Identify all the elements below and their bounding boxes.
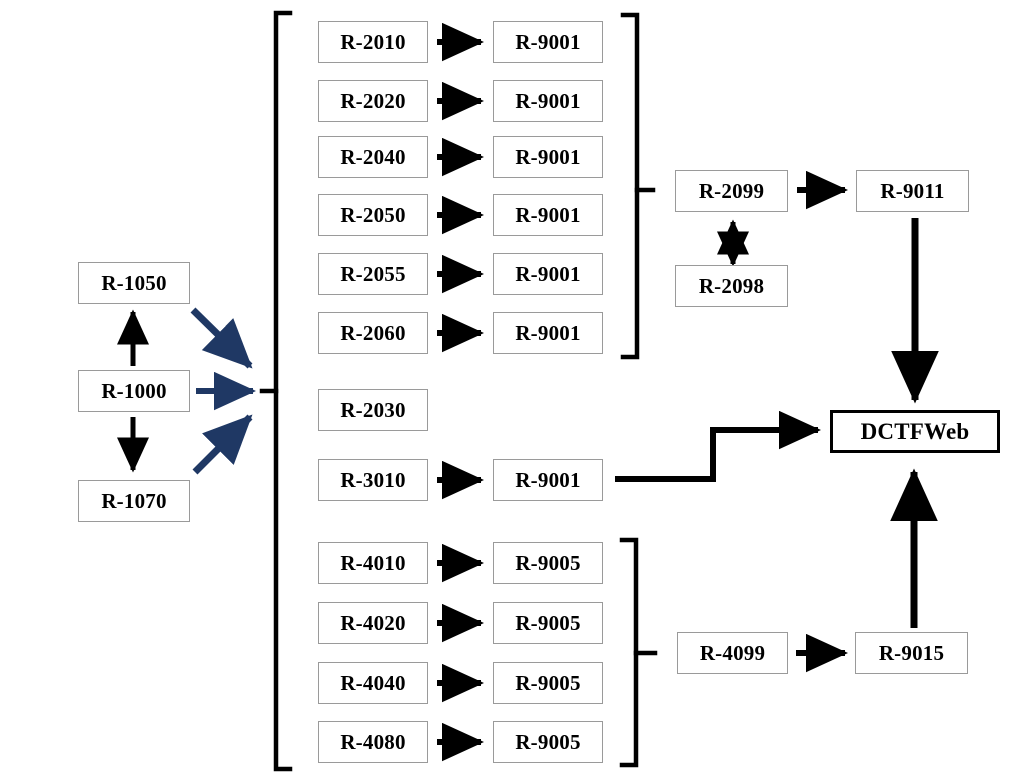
row-arrows-group-4000 xyxy=(437,543,484,762)
node-r2010[interactable]: R-2010 xyxy=(318,21,428,63)
node-r1000[interactable]: R-1000 xyxy=(78,370,190,412)
node-r2099[interactable]: R-2099 xyxy=(675,170,788,212)
node-r9005-row4[interactable]: R-9005 xyxy=(493,721,603,763)
node-r4040[interactable]: R-4040 xyxy=(318,662,428,704)
node-r2020[interactable]: R-2020 xyxy=(318,80,428,122)
node-r4099[interactable]: R-4099 xyxy=(677,632,788,674)
node-r9005-row3[interactable]: R-9005 xyxy=(493,662,603,704)
node-r4080[interactable]: R-4080 xyxy=(318,721,428,763)
arrow-r9001-step-to-dctfweb xyxy=(615,410,821,482)
node-r3010[interactable]: R-3010 xyxy=(318,459,428,501)
node-r9001-row1[interactable]: R-9001 xyxy=(493,21,603,63)
node-r9011[interactable]: R-9011 xyxy=(856,170,969,212)
node-r2030[interactable]: R-2030 xyxy=(318,389,428,431)
node-r9001-row3[interactable]: R-9001 xyxy=(493,136,603,178)
node-r9005-row1[interactable]: R-9005 xyxy=(493,542,603,584)
row-arrows-group-2000 xyxy=(437,22,484,353)
node-r2040[interactable]: R-2040 xyxy=(318,136,428,178)
arrow-r1000-to-group-upper xyxy=(190,307,253,369)
top-right-bracket xyxy=(620,12,656,360)
main-left-bracket xyxy=(259,10,293,772)
node-r1070[interactable]: R-1070 xyxy=(78,480,190,522)
node-r9001-row4[interactable]: R-9001 xyxy=(493,194,603,236)
bottom-right-bracket xyxy=(619,537,658,768)
node-r2050[interactable]: R-2050 xyxy=(318,194,428,236)
node-r9001-row5[interactable]: R-9001 xyxy=(493,253,603,295)
node-r2098[interactable]: R-2098 xyxy=(675,265,788,307)
node-r4010[interactable]: R-4010 xyxy=(318,542,428,584)
node-dctfweb[interactable]: DCTFWeb xyxy=(830,410,1000,453)
node-r9005-row2[interactable]: R-9005 xyxy=(493,602,603,644)
node-r2060[interactable]: R-2060 xyxy=(318,312,428,354)
node-r1050[interactable]: R-1050 xyxy=(78,262,190,304)
node-r9001-row7[interactable]: R-9001 xyxy=(493,459,603,501)
node-r9015[interactable]: R-9015 xyxy=(855,632,968,674)
node-r2055[interactable]: R-2055 xyxy=(318,253,428,295)
node-r9001-row2[interactable]: R-9001 xyxy=(493,80,603,122)
arrow-r1000-to-group-lower xyxy=(192,414,253,475)
node-r4020[interactable]: R-4020 xyxy=(318,602,428,644)
node-r9001-row6[interactable]: R-9001 xyxy=(493,312,603,354)
